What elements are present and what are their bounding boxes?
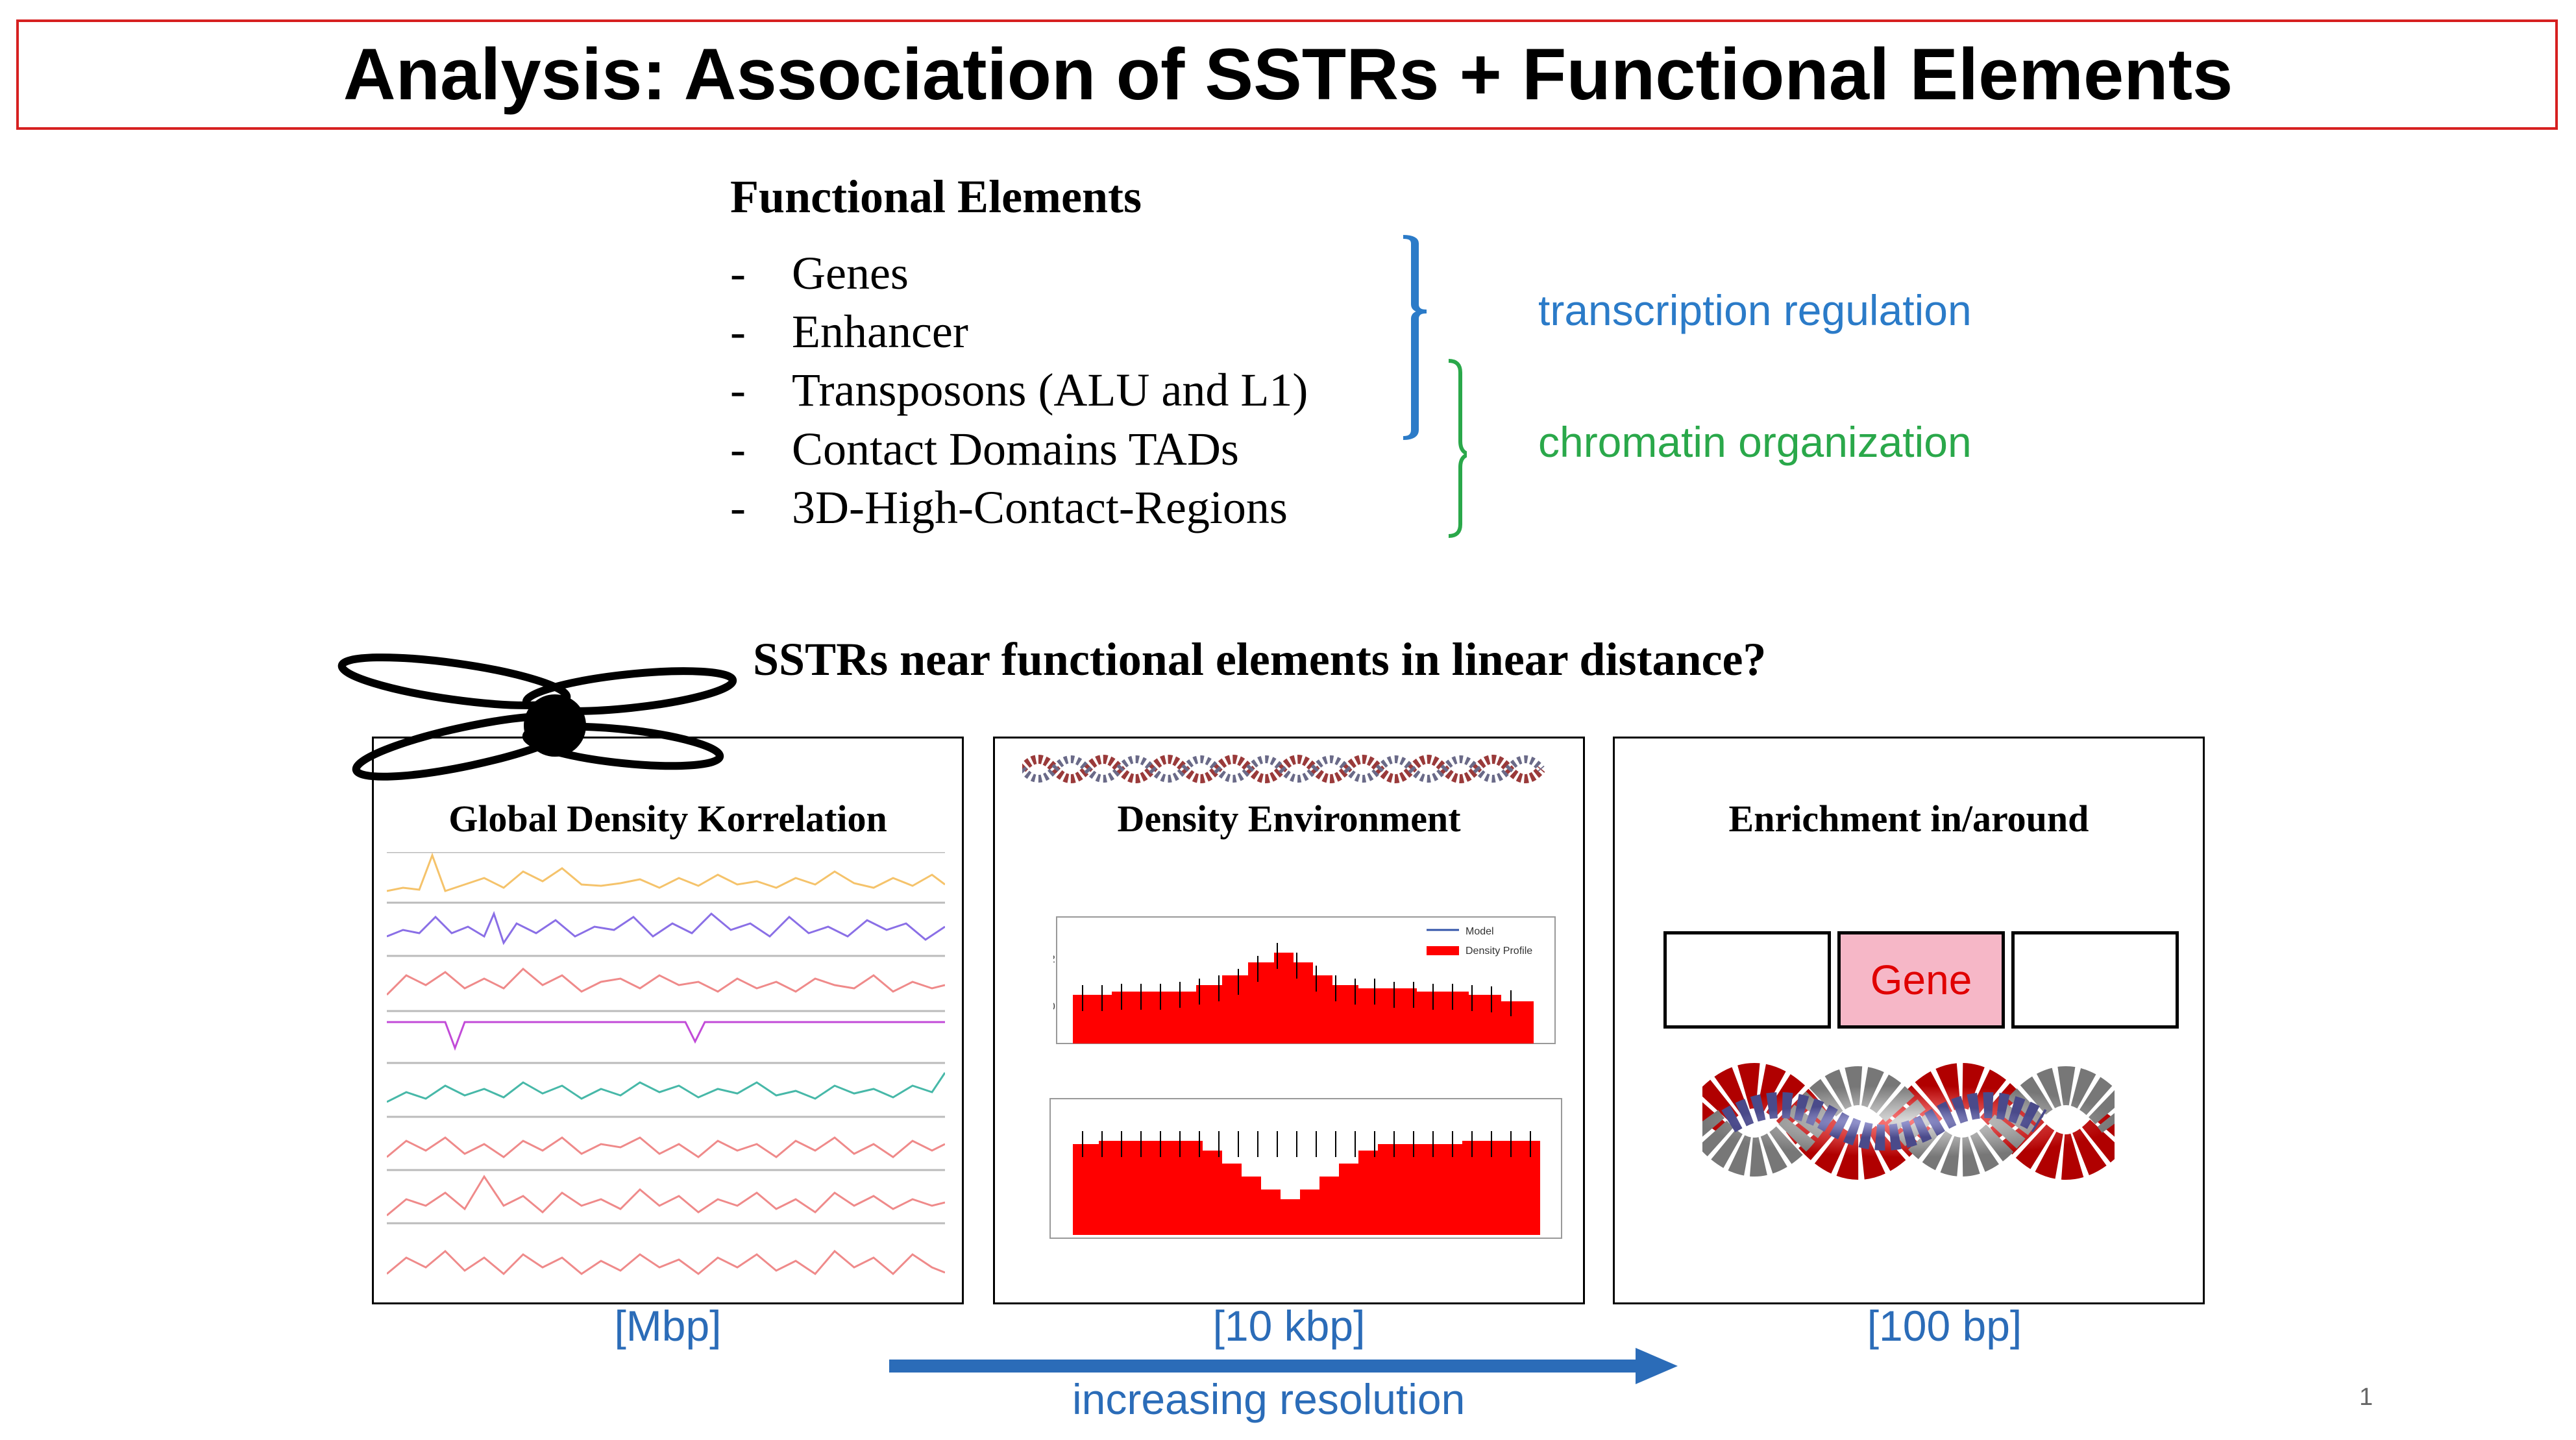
dna-strand-icon [1022, 755, 1545, 783]
list-item: -Contact Domains TADs [730, 423, 1239, 475]
list-item: -3D-High-Contact-Regions [730, 482, 1288, 533]
increasing-resolution-arrow [889, 1348, 1678, 1384]
legend-density-swatch [1427, 946, 1459, 955]
increasing-resolution-label: increasing resolution [1072, 1375, 1466, 1423]
downstream-region-box [2011, 931, 2179, 1029]
panel-title: Density Environment [1117, 798, 1461, 840]
density-profile-chart-top: Model Density Profile 12 10 [1053, 916, 1556, 1044]
trace-pink-4 [387, 1249, 945, 1276]
slide-title: Analysis: Association of SSTRs + Functio… [343, 34, 2233, 115]
trace-magenta [387, 1021, 945, 1051]
trace-pink-2 [387, 1136, 945, 1158]
density-bars-top [1073, 953, 1534, 1043]
enrichment-panel: Enrichment in/around Gene [1613, 737, 2205, 1304]
scale-label-100bp: [100 bp] [1867, 1302, 2022, 1350]
ytick: 10 [1053, 1001, 1055, 1012]
gene-box: Gene [1837, 931, 2005, 1029]
scale-label-mbp: [Mbp] [614, 1302, 722, 1350]
dna-molecule-icon [1702, 1063, 2115, 1180]
trace-orange [387, 852, 945, 892]
density-environment-panel: Density Environment Model Density Profil… [993, 737, 1585, 1304]
scale-label-10kbp: [10 kbp] [1212, 1302, 1366, 1350]
trace-purple [387, 910, 945, 946]
list-item: -Genes [730, 247, 909, 299]
upstream-region-box [1663, 931, 1831, 1029]
density-profile-chart-bottom [1049, 1098, 1562, 1239]
legend-density: Density Profile [1466, 946, 1532, 957]
page-number: 1 [2359, 1384, 2374, 1411]
global-density-panel: Global Density Korrelation [372, 737, 964, 1304]
panel-title: Global Density Korrelation [448, 798, 887, 840]
blue-brace [1403, 235, 1427, 440]
ytick: 12 [1053, 954, 1055, 965]
green-brace [1448, 359, 1467, 538]
chromatin-organization-label: chromatin organization [1538, 418, 1972, 466]
grouping-braces [1403, 235, 1467, 538]
functional-elements-heading: Functional Elements [730, 171, 1142, 223]
list-item: -Enhancer [730, 306, 968, 358]
title-frame [16, 19, 2558, 130]
trace-teal [387, 1072, 945, 1103]
trace-pink-1 [387, 967, 945, 996]
legend-model: Model [1466, 926, 1494, 937]
trace-pink-3 [387, 1175, 945, 1217]
list-item: -Transposons (ALU and L1) [730, 364, 1308, 416]
transcription-regulation-label: transcription regulation [1538, 286, 1972, 334]
linear-distance-question: SSTRs near functional elements in linear… [753, 633, 1767, 685]
chromosome-icon [337, 653, 737, 781]
panel-title: Enrichment in/around [1728, 798, 2089, 840]
density-bars-bottom [1073, 1141, 1540, 1235]
density-correlation-traces [387, 852, 945, 1276]
